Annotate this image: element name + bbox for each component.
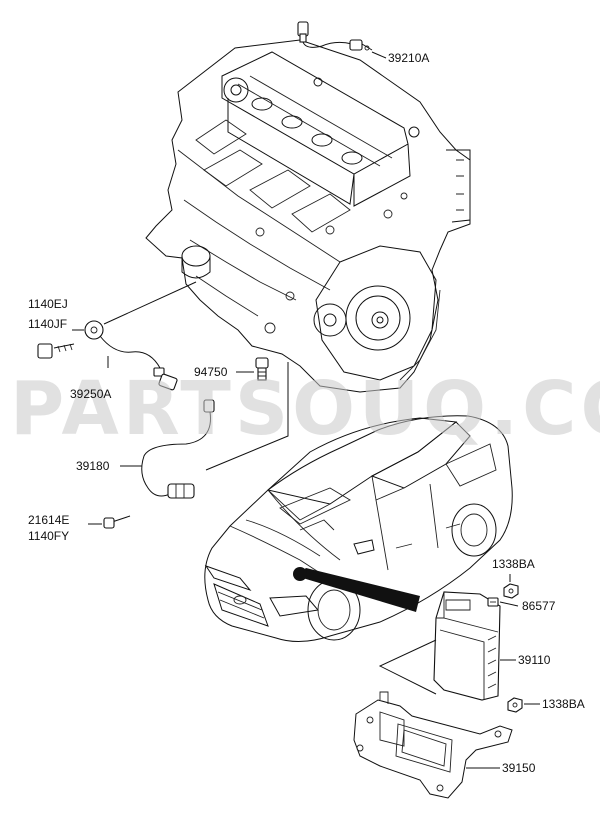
- label-86577: 86577: [522, 599, 556, 613]
- nut-1338BA-right: [507, 697, 523, 713]
- label-39210A: 39210A: [388, 51, 429, 65]
- knock-sensor: [37, 320, 178, 391]
- label-39110: 39110: [518, 653, 551, 667]
- watermark: PARTSOUQ.COM: [10, 366, 600, 452]
- label-1338BA-right: 1338BA: [542, 697, 585, 711]
- label-39180: 39180: [76, 459, 110, 473]
- label-21614E: 21614E: [28, 513, 69, 527]
- label-1338BA-top: 1338BA: [492, 557, 535, 571]
- label-1140JF: 1140JF: [28, 317, 67, 331]
- leader-lines: [72, 51, 540, 769]
- oxygen-sensor-top: [297, 21, 373, 51]
- nut-1338BA-top: [503, 583, 519, 599]
- ecu-module: [433, 591, 501, 701]
- label-39250A: 39250A: [70, 387, 111, 401]
- vehicle-outline: [204, 415, 513, 642]
- oil-pressure-switch: [255, 357, 269, 381]
- nut-86577: [487, 597, 499, 607]
- label-94750: 94750: [194, 365, 228, 379]
- label-1140FY: 1140FY: [28, 529, 69, 543]
- label-39150: 39150: [502, 761, 536, 775]
- engine-assembly: [145, 39, 471, 393]
- ecu-bracket: [353, 691, 513, 799]
- crankshaft-sensor: [103, 399, 215, 529]
- label-1140EJ: 1140EJ: [28, 297, 68, 311]
